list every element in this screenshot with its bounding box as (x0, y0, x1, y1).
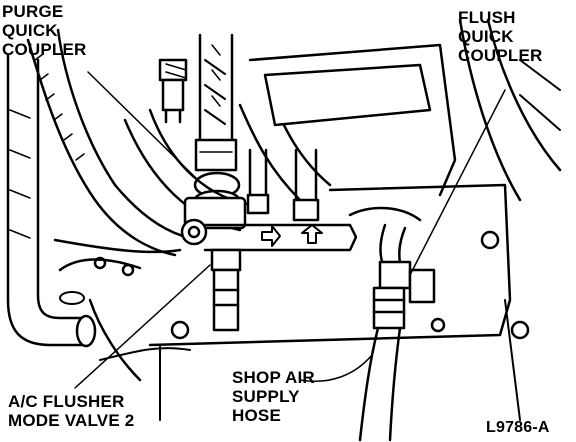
hose-label-line-3: HOSE (232, 406, 281, 425)
flush-label-line-1: FLUSH (458, 8, 516, 27)
leader-purge (87, 71, 201, 183)
purge-label-line-1: PURGE (2, 2, 64, 21)
leader-lines (74, 71, 506, 389)
leader-flush (409, 89, 506, 276)
valve-body (180, 196, 358, 332)
flush-label-line-2: QUICK (458, 27, 514, 46)
hose-label-line-2: SUPPLY (232, 387, 300, 406)
left-shroud (53, 238, 191, 382)
flush-label-line-3: COUPLER (458, 46, 543, 65)
mode-valve-label: A/C FLUSHER MODE VALVE 2 (8, 392, 134, 430)
valve-stubs (246, 148, 320, 222)
engine-block (148, 43, 530, 421)
flush-quick-coupler-label: FLUSH QUICK COUPLER (458, 8, 543, 65)
leader-hose (299, 354, 373, 382)
right-hoses (348, 18, 562, 222)
hose-label-line-1: SHOP AIR (232, 368, 315, 387)
figure-id: L9786-A (486, 419, 550, 436)
valve-label-line-2: MODE VALVE 2 (8, 411, 135, 430)
purge-label-line-3: COUPLER (2, 40, 87, 59)
valve-label-line-1: A/C FLUSHER (8, 392, 125, 411)
purge-label-line-2: QUICK (2, 21, 58, 40)
left-tube (26, 28, 192, 257)
shop-air-hose (358, 223, 436, 442)
purge-quick-coupler-label: PURGE QUICK COUPLER (2, 2, 87, 59)
shop-air-supply-hose-label: SHOP AIR SUPPLY HOSE (232, 368, 315, 425)
leader-valve (74, 264, 211, 389)
left-elbow-pipe (6, 53, 97, 348)
spark-plug (158, 58, 188, 124)
